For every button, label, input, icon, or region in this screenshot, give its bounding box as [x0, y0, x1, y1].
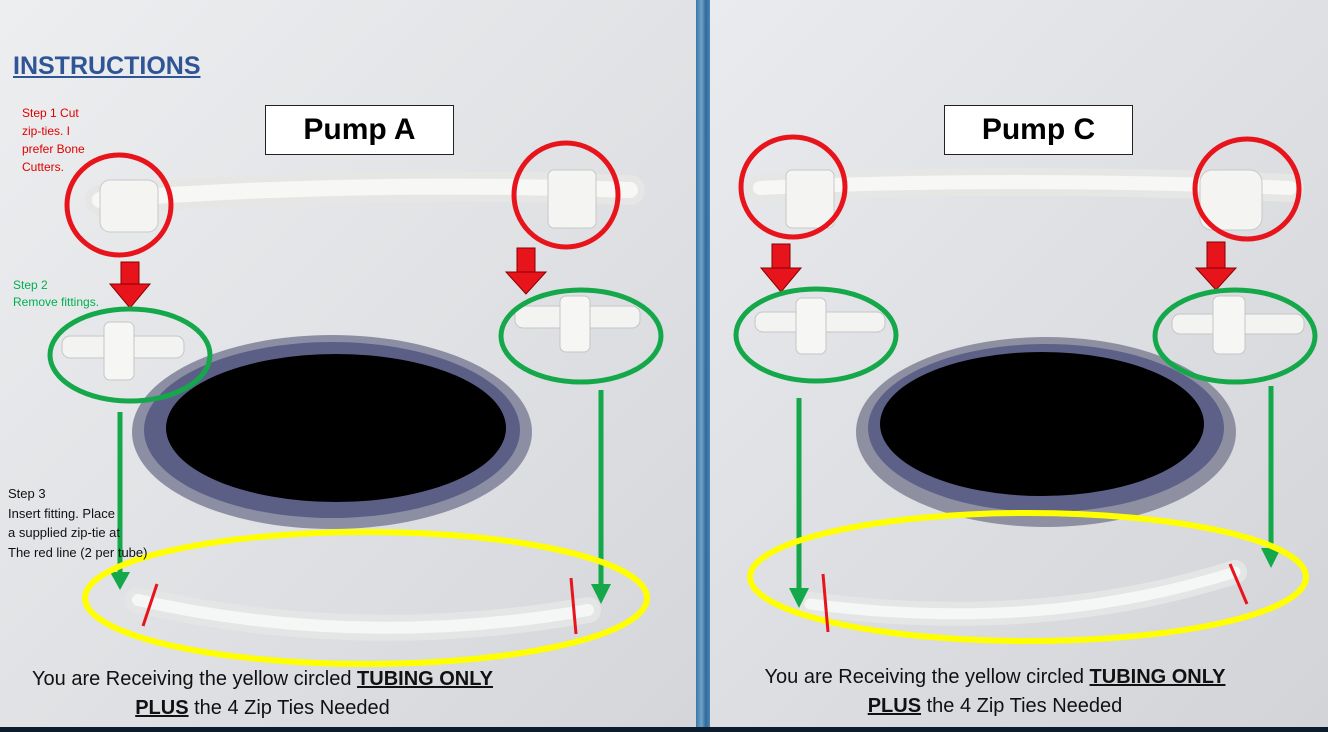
speaker-image [132, 335, 532, 529]
tubing-only-emphasis: TUBING ONLY [357, 668, 493, 690]
fitting-image-right [515, 296, 640, 352]
instructions-heading: INSTRUCTIONS [13, 52, 201, 81]
receiving-caption: You are Receiving the yellow circled TUB… [740, 663, 1250, 721]
red-down-arrow [506, 248, 546, 294]
plus-emphasis: PLUS [135, 697, 188, 719]
step-2-text: Step 2 Remove fittings. [13, 277, 99, 311]
top-tubing-image [100, 170, 630, 232]
right-panel: Pump C You are Receiving the yellow circ… [710, 0, 1328, 727]
red-down-arrow [1196, 242, 1236, 290]
bottom-tubing-image [810, 572, 1235, 614]
left-panel: INSTRUCTIONS Pump A Step 1 Cut zip-ties.… [0, 0, 696, 727]
red-down-arrow [761, 244, 801, 292]
receiving-caption: You are Receiving the yellow circled TUB… [0, 665, 525, 723]
bottom-edge [0, 727, 1328, 732]
fitting-image-right [1172, 296, 1304, 354]
fitting-image-left [62, 322, 184, 380]
pump-a-title: Pump A [265, 105, 454, 155]
red-down-arrow [110, 262, 150, 308]
fitting-image-left [755, 298, 885, 354]
green-down-arrow [789, 398, 809, 608]
top-tubing-image [760, 170, 1290, 230]
panel-divider [696, 0, 710, 732]
step-3-text: Step 3 Insert fitting. Place a supplied … [8, 484, 147, 562]
plus-emphasis: PLUS [868, 695, 921, 717]
green-down-arrow [591, 390, 611, 604]
bottom-tubing-image [138, 600, 588, 628]
pump-c-title: Pump C [944, 105, 1133, 155]
tubing-only-emphasis: TUBING ONLY [1090, 666, 1226, 688]
speaker-image [856, 337, 1236, 527]
step-1-text: Step 1 Cut zip-ties. I prefer Bone Cutte… [22, 104, 85, 176]
